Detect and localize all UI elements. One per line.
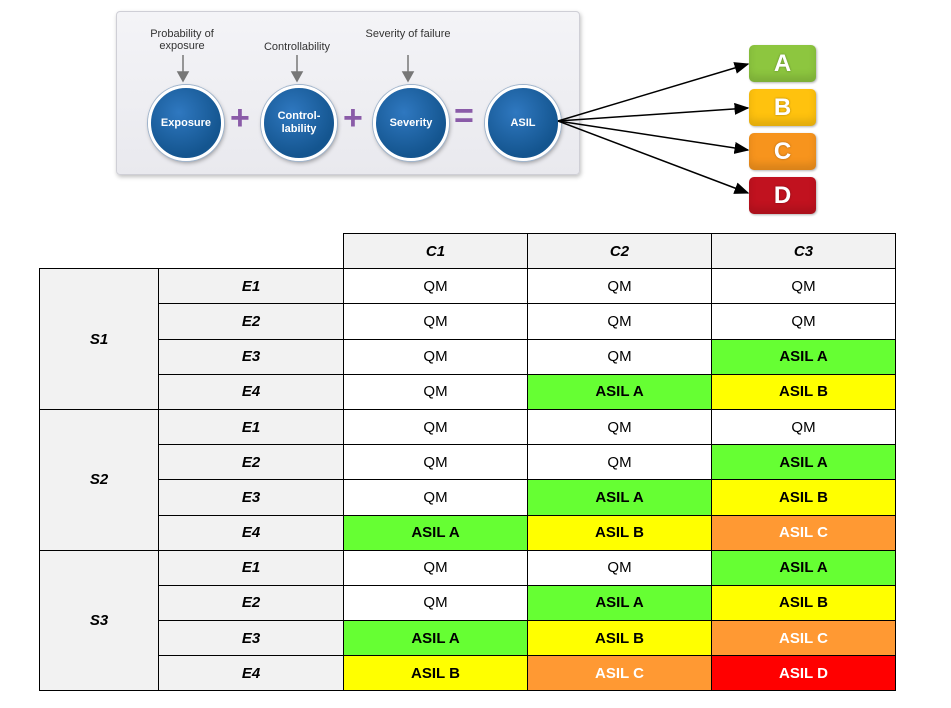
asil-cell: QM <box>343 444 528 481</box>
asil-cell: QM <box>343 338 528 375</box>
asil-cell: QM <box>343 549 528 586</box>
asil-cell: QM <box>343 373 528 410</box>
asil-cell: ASIL B <box>527 514 712 551</box>
controllability-node-label: Control-lability <box>277 110 321 135</box>
asil-node: ASIL <box>485 85 561 161</box>
asil-level-b-box: B <box>749 89 816 126</box>
asil-cell: ASIL A <box>527 479 712 516</box>
exposure-row-label: E2 <box>158 444 344 481</box>
asil-cell: ASIL A <box>343 620 528 657</box>
asil-cell: ASIL B <box>343 655 528 692</box>
asil-cell: ASIL D <box>711 655 896 692</box>
asil-cell: QM <box>711 268 896 305</box>
column-header-c2: C2 <box>527 232 712 270</box>
severity-node: Severity <box>373 85 449 161</box>
asil-cell: ASIL A <box>711 444 896 481</box>
asil-cell: QM <box>527 549 712 586</box>
exposure-row-label: E2 <box>158 303 344 340</box>
severity-group-label: S2 <box>39 408 159 551</box>
asil-cell: ASIL C <box>711 514 896 551</box>
exposure-row-label: E4 <box>158 655 344 692</box>
severity-group-label: S1 <box>39 268 159 410</box>
exposure-row-label: E3 <box>158 479 344 516</box>
exposure-row-label: E3 <box>158 338 344 375</box>
controllability-node: Control-lability <box>261 85 337 161</box>
asil-cell: ASIL A <box>527 584 712 622</box>
caption-arrows <box>176 55 415 83</box>
asil-cell: QM <box>343 479 528 516</box>
severity-node-label: Severity <box>389 116 433 129</box>
asil-cell: ASIL C <box>527 655 712 692</box>
exposure-row-label: E4 <box>158 514 344 551</box>
asil-cell: ASIL A <box>711 338 896 375</box>
equals-operator: = <box>454 97 474 135</box>
column-header-c1: C1 <box>343 232 528 270</box>
column-header-c3: C3 <box>711 232 896 270</box>
asil-cell: ASIL B <box>527 620 712 657</box>
asil-level-arrows <box>557 62 750 194</box>
plus-operator: + <box>343 99 363 137</box>
asil-cell: QM <box>343 268 528 305</box>
asil-cell: QM <box>527 408 712 446</box>
asil-cell: QM <box>343 303 528 340</box>
asil-cell: ASIL A <box>711 549 896 586</box>
asil-level-d-box: D <box>749 177 816 214</box>
exposure-row-label: E2 <box>158 584 344 622</box>
asil-formula-panel: Probability of exposure Controllability … <box>116 11 580 175</box>
asil-cell: ASIL B <box>711 479 896 516</box>
asil-cell: ASIL C <box>711 620 896 657</box>
asil-cell: QM <box>527 338 712 375</box>
asil-level-a-box: A <box>749 45 816 82</box>
exposure-node: Exposure <box>148 85 224 161</box>
severity-caption: Severity of failure <box>365 28 451 40</box>
asil-cell: QM <box>527 444 712 481</box>
exposure-row-label: E3 <box>158 620 344 657</box>
asil-cell: ASIL A <box>343 514 528 551</box>
asil-cell: QM <box>527 268 712 305</box>
asil-cell: QM <box>343 408 528 446</box>
asil-cell: QM <box>527 303 712 340</box>
table-corner <box>39 233 344 269</box>
exposure-row-label: E4 <box>158 373 344 410</box>
asil-cell: QM <box>711 303 896 340</box>
plus-operator: + <box>230 99 250 137</box>
asil-node-label: ASIL <box>510 116 536 129</box>
asil-cell: ASIL B <box>711 373 896 410</box>
asil-cell: QM <box>711 408 896 446</box>
severity-group-label: S3 <box>39 549 159 692</box>
exposure-node-label: Exposure <box>160 116 212 129</box>
asil-level-c-box: C <box>749 133 816 170</box>
controllability-caption: Controllability <box>263 41 331 53</box>
exposure-row-label: E1 <box>158 408 344 446</box>
exposure-caption: Probability of exposure <box>150 28 214 52</box>
table-header-row: C1 C2 C3 <box>39 232 896 270</box>
asil-cell: ASIL A <box>527 373 712 410</box>
exposure-row-label: E1 <box>158 268 344 305</box>
asil-cell: ASIL B <box>711 584 896 622</box>
exposure-row-label: E1 <box>158 549 344 586</box>
asil-cell: QM <box>343 584 528 622</box>
